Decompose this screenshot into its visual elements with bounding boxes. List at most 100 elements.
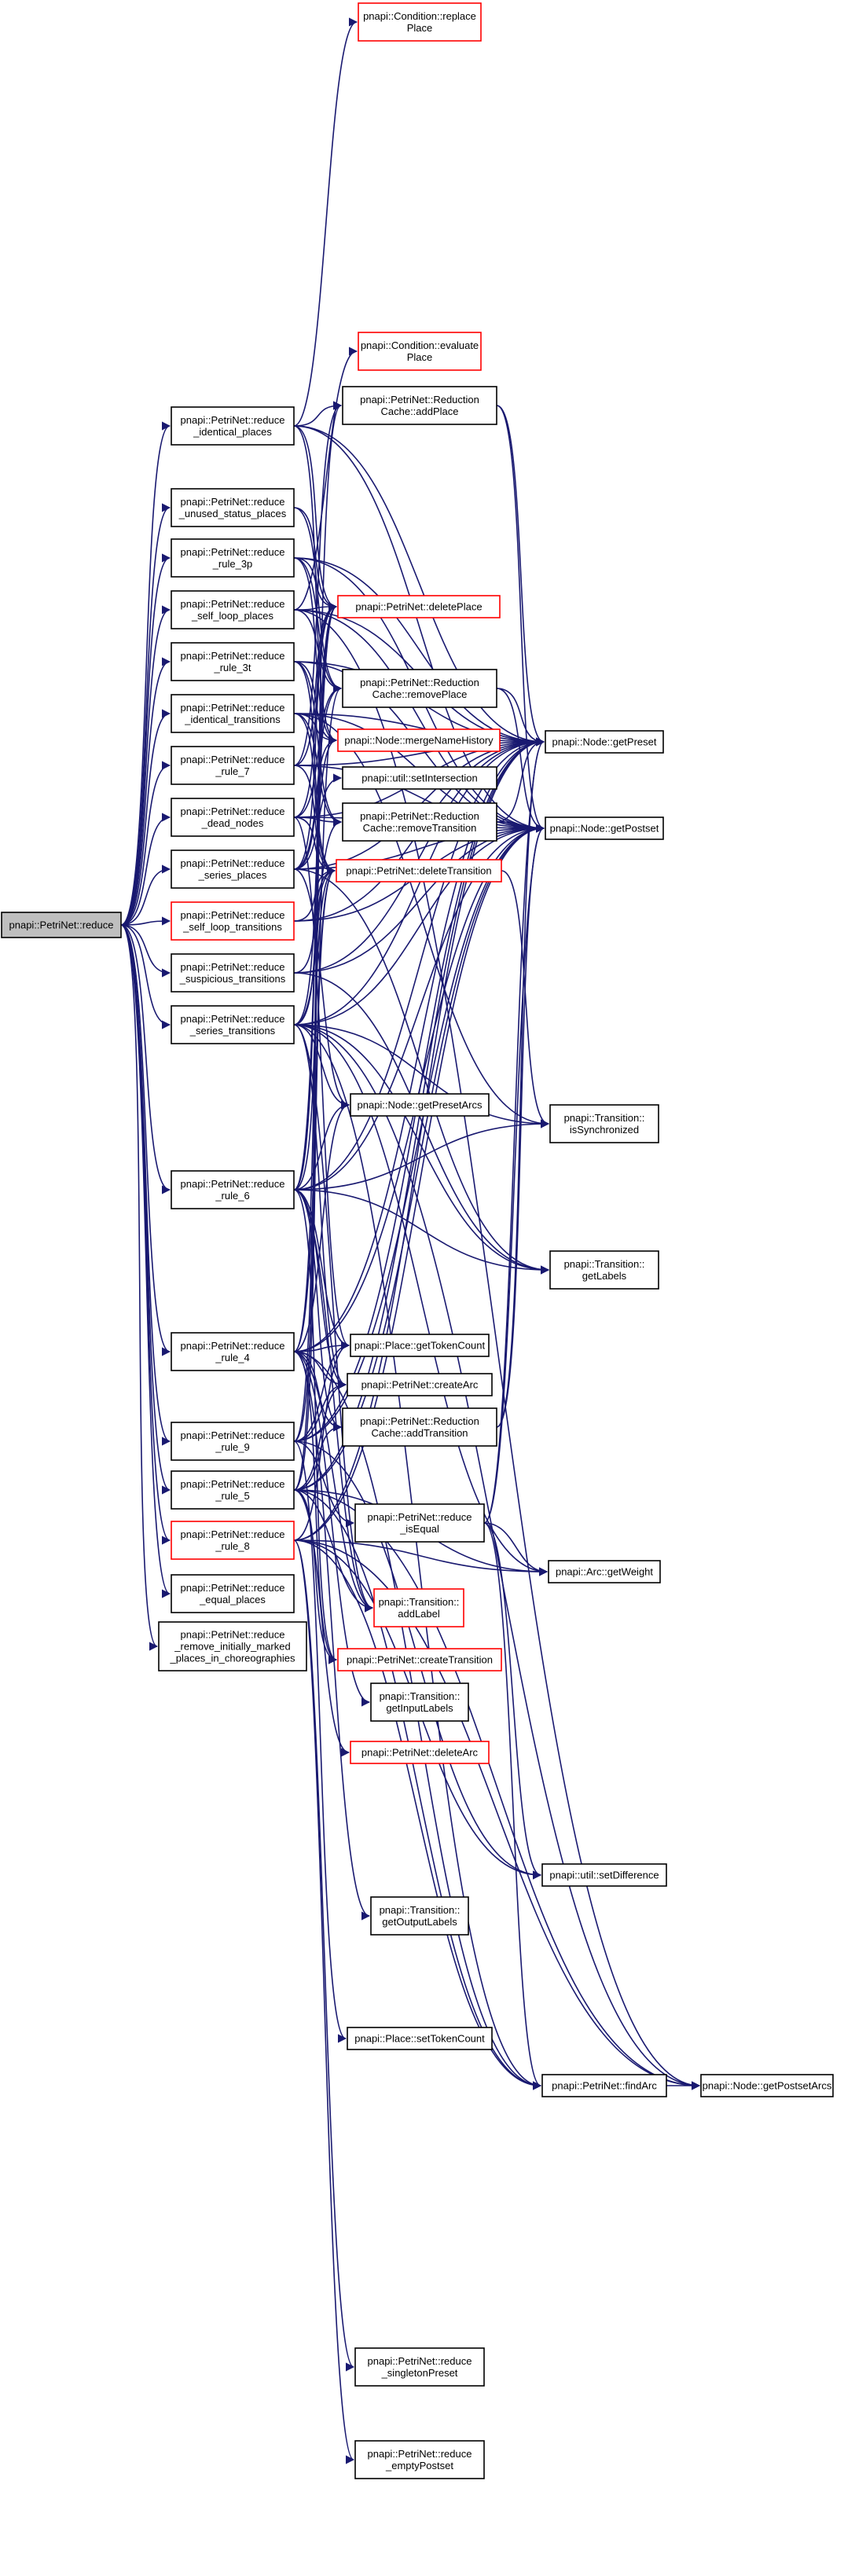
call-edge-r_6-to-addLabel bbox=[293, 1189, 374, 1613]
call-edge-root-to-r_6 bbox=[120, 924, 171, 1194]
function-node-rc_addPlace[interactable]: pnapi::PetriNet::ReductionCache::addPlac… bbox=[342, 386, 497, 425]
call-edge-r_6-to-getLabels bbox=[293, 1189, 550, 1275]
function-node-r_8[interactable]: pnapi::PetriNet::reduce_rule_8 bbox=[171, 1521, 295, 1560]
function-node-deletePlace[interactable]: pnapi::PetriNet::deletePlace bbox=[337, 595, 501, 618]
node-label: pnapi::PetriNet::Reduction bbox=[360, 677, 479, 688]
node-box bbox=[354, 1503, 485, 1543]
function-node-getPostset[interactable]: pnapi::Node::getPostset bbox=[545, 816, 664, 840]
function-node-r_unused[interactable]: pnapi::PetriNet::reduce_unused_status_pl… bbox=[171, 488, 295, 527]
call-edge-rc_removePlace-to-getPreset bbox=[496, 688, 545, 747]
node-box bbox=[342, 1407, 497, 1447]
node-box bbox=[171, 1574, 295, 1613]
node-label: pnapi::Node::getPostset bbox=[550, 823, 659, 835]
function-node-r_id_trans[interactable]: pnapi::PetriNet::reduce_identical_transi… bbox=[171, 694, 295, 733]
node-label: _identical_transitions bbox=[184, 714, 281, 725]
node-label: pnapi::PetriNet::createTransition bbox=[347, 1654, 493, 1666]
node-label: pnapi::PetriNet::reduce bbox=[181, 754, 285, 765]
function-node-r_selfloop_pl[interactable]: pnapi::PetriNet::reduce_self_loop_places bbox=[171, 590, 295, 629]
function-node-isEqual[interactable]: pnapi::PetriNet::reduce_isEqual bbox=[354, 1503, 485, 1543]
node-box bbox=[347, 2027, 493, 2050]
function-node-getPreset[interactable]: pnapi::Node::getPreset bbox=[545, 730, 664, 754]
call-edge-r_5-to-findArc bbox=[293, 1489, 542, 2090]
call-edge-root-to-r_selfloop_pl bbox=[120, 605, 171, 926]
function-node-rc_addTrans[interactable]: pnapi::PetriNet::ReductionCache::addTran… bbox=[342, 1407, 497, 1447]
function-node-setIntersection[interactable]: pnapi::util::setIntersection bbox=[342, 766, 497, 790]
call-edge-r_7-to-deletePlace bbox=[293, 602, 338, 766]
node-label: pnapi::PetriNet::reduce bbox=[181, 598, 285, 610]
function-node-singletonPreset[interactable]: pnapi::PetriNet::reduce_singletonPreset bbox=[354, 2347, 485, 2387]
function-node-getTokenCount[interactable]: pnapi::Place::getTokenCount bbox=[350, 1334, 490, 1357]
call-edge-r_series_pl-to-getLabels bbox=[293, 868, 550, 1275]
call-edge-r_series_tr-to-getPostset bbox=[293, 824, 545, 1026]
node-box bbox=[171, 406, 295, 446]
function-node-rc_removeTrans[interactable]: pnapi::PetriNet::ReductionCache::removeT… bbox=[342, 802, 497, 842]
function-node-getInputLabels[interactable]: pnapi::Transition::getInputLabels bbox=[370, 1682, 469, 1722]
node-label: pnapi::PetriNet::Reduction bbox=[360, 810, 479, 822]
node-label: pnapi::PetriNet::reduce bbox=[181, 546, 285, 558]
function-node-getPresetArcs[interactable]: pnapi::Node::getPresetArcs bbox=[350, 1093, 490, 1117]
call-edge-r_5-to-createArc bbox=[293, 1380, 347, 1491]
function-node-r_series_tr[interactable]: pnapi::PetriNet::reduce_series_transitio… bbox=[171, 1005, 295, 1044]
call-edge-r_9-to-setTokenCount bbox=[293, 1440, 347, 2043]
function-node-r_7[interactable]: pnapi::PetriNet::reduce_rule_7 bbox=[171, 746, 295, 785]
call-edge-r_6-to-deletePlace bbox=[293, 602, 338, 1191]
function-node-emptyPostset[interactable]: pnapi::PetriNet::reduce_emptyPostset bbox=[354, 2440, 485, 2479]
function-node-r_remove_init[interactable]: pnapi::PetriNet::reduce_remove_initially… bbox=[158, 1621, 307, 1671]
function-node-getLabels[interactable]: pnapi::Transition::getLabels bbox=[549, 1250, 659, 1290]
node-label: getOutputLabels bbox=[382, 1916, 457, 1928]
call-edge-root-to-r_series_tr bbox=[120, 924, 171, 1029]
function-node-r_5[interactable]: pnapi::PetriNet::reduce_rule_5 bbox=[171, 1470, 295, 1510]
function-node-deleteTrans[interactable]: pnapi::PetriNet::deleteTransition bbox=[336, 859, 502, 883]
function-node-r_3p[interactable]: pnapi::PetriNet::reduce_rule_3p bbox=[171, 538, 295, 578]
call-edge-root-to-r_3t bbox=[120, 657, 171, 926]
node-box bbox=[549, 1250, 659, 1290]
function-node-r_equal[interactable]: pnapi::PetriNet::reduce_equal_places bbox=[171, 1574, 295, 1613]
call-edge-r_id_places-to-cond_replace bbox=[293, 17, 358, 427]
function-node-getOutputLabels[interactable]: pnapi::Transition::getOutputLabels bbox=[370, 1896, 469, 1936]
function-node-r_series_pl[interactable]: pnapi::PetriNet::reduce_series_places bbox=[171, 849, 295, 889]
node-label: pnapi::Place::getTokenCount bbox=[354, 1340, 486, 1352]
call-edge-root-to-r_remove_init bbox=[120, 924, 159, 1651]
call-edge-r_6-to-getTokenCount bbox=[293, 1189, 350, 1350]
function-node-r_id_places[interactable]: pnapi::PetriNet::reduce_identical_places bbox=[171, 406, 295, 446]
node-label: pnapi::PetriNet::createArc bbox=[361, 1379, 479, 1391]
function-node-findArc[interactable]: pnapi::PetriNet::findArc bbox=[541, 2074, 667, 2097]
function-node-deleteArc[interactable]: pnapi::PetriNet::deleteArc bbox=[350, 1741, 490, 1764]
function-node-getWeight[interactable]: pnapi::Arc::getWeight bbox=[548, 1560, 661, 1583]
call-edge-r_dead-to-rc_removePlace bbox=[293, 684, 343, 818]
function-node-r_3t[interactable]: pnapi::PetriNet::reduce_rule_3t bbox=[171, 642, 295, 681]
node-box bbox=[541, 2074, 667, 2097]
node-box bbox=[358, 2, 482, 42]
function-node-r_4[interactable]: pnapi::PetriNet::reduce_rule_4 bbox=[171, 1332, 295, 1371]
node-box bbox=[342, 669, 497, 708]
function-node-r_9[interactable]: pnapi::PetriNet::reduce_rule_9 bbox=[171, 1422, 295, 1461]
node-label: pnapi::PetriNet::reduce bbox=[181, 961, 285, 973]
call-edge-r_series_tr-to-isSynchronized bbox=[293, 1024, 550, 1128]
function-node-createArc[interactable]: pnapi::PetriNet::createArc bbox=[347, 1373, 493, 1396]
node-box bbox=[171, 1005, 295, 1044]
function-node-r_dead[interactable]: pnapi::PetriNet::reduce_dead_nodes bbox=[171, 798, 295, 837]
function-node-rc_removePlace[interactable]: pnapi::PetriNet::ReductionCache::removeP… bbox=[342, 669, 497, 708]
function-node-setTokenCount[interactable]: pnapi::Place::setTokenCount bbox=[347, 2027, 493, 2050]
function-node-r_suspicious[interactable]: pnapi::PetriNet::reduce_suspicious_trans… bbox=[171, 953, 295, 993]
function-node-mergeName[interactable]: pnapi::Node::mergeNameHistory bbox=[337, 728, 501, 752]
function-node-root[interactable]: pnapi::PetriNet::reduce bbox=[1, 912, 122, 938]
function-node-r_selfloop_tr[interactable]: pnapi::PetriNet::reduce_self_loop_transi… bbox=[171, 901, 295, 941]
node-box bbox=[350, 1334, 490, 1357]
function-node-addLabel[interactable]: pnapi::Transition::addLabel bbox=[373, 1588, 464, 1627]
node-label: pnapi::PetriNet::reduce bbox=[9, 919, 114, 931]
call-edge-isEqual-to-findArc bbox=[483, 1522, 542, 2090]
function-node-createTrans[interactable]: pnapi::PetriNet::createTransition bbox=[337, 1648, 502, 1671]
call-edge-r_8-to-singletonPreset bbox=[293, 1539, 355, 2372]
node-label: pnapi::Arc::getWeight bbox=[556, 1566, 653, 1578]
function-node-setDifference[interactable]: pnapi::util::setDifference bbox=[541, 1863, 667, 1887]
node-box bbox=[370, 1682, 469, 1722]
node-label: _places_in_choreographies bbox=[169, 1653, 295, 1664]
function-node-r_6[interactable]: pnapi::PetriNet::reduce_rule_6 bbox=[171, 1170, 295, 1209]
call-edge-r_series_pl-to-mergeName bbox=[293, 736, 338, 870]
node-label: _identical_places bbox=[193, 426, 272, 438]
function-node-getPostsetArcs[interactable]: pnapi::Node::getPostsetArcs bbox=[700, 2074, 834, 2097]
function-node-isSynchronized[interactable]: pnapi::Transition::isSynchronized bbox=[549, 1104, 659, 1143]
